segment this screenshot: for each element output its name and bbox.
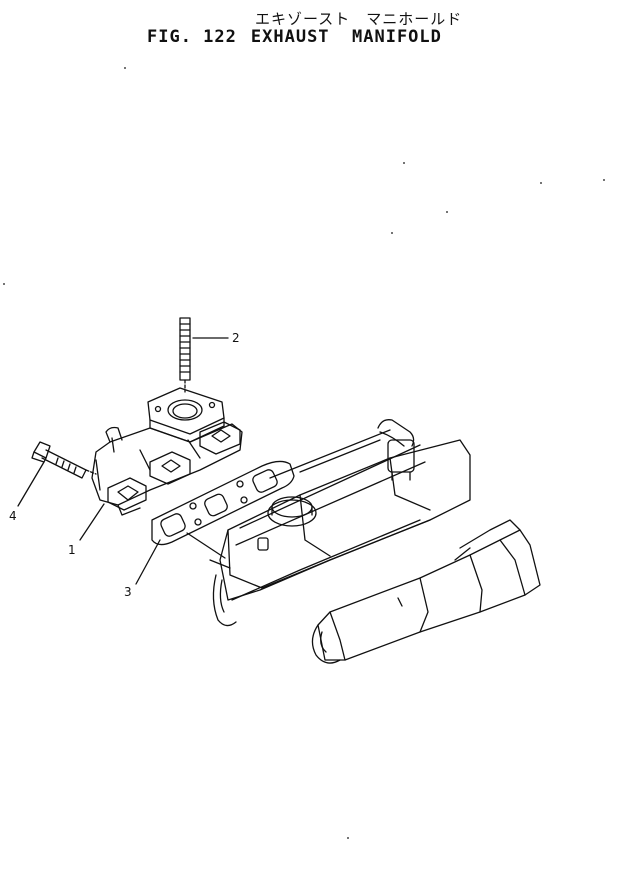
- callout-1: 1: [68, 543, 76, 557]
- scan-specks: [3, 67, 605, 839]
- intake-manifold: [311, 519, 541, 664]
- figure-number: FIG. 122: [147, 27, 237, 47]
- callout-4: 4: [9, 509, 17, 523]
- gasket-part-3: [135, 460, 295, 585]
- bolt-part-4: [17, 441, 97, 507]
- callout-labels: 1 2 3 4: [9, 331, 240, 599]
- cylinder-head-cover: [186, 419, 471, 627]
- figure-title-english: EXHAUST MANIFOLD: [250, 27, 442, 47]
- stud-bolt-part-2: [179, 317, 229, 393]
- callout-3: 3: [124, 585, 132, 599]
- figure-title-japanese: エキゾースト マニホールド: [255, 10, 463, 28]
- exhaust-manifold-part-1: [79, 387, 243, 541]
- callout-2: 2: [232, 331, 240, 345]
- figure-title: FIG. 122 EXHAUST MANIFOLD: [147, 27, 456, 47]
